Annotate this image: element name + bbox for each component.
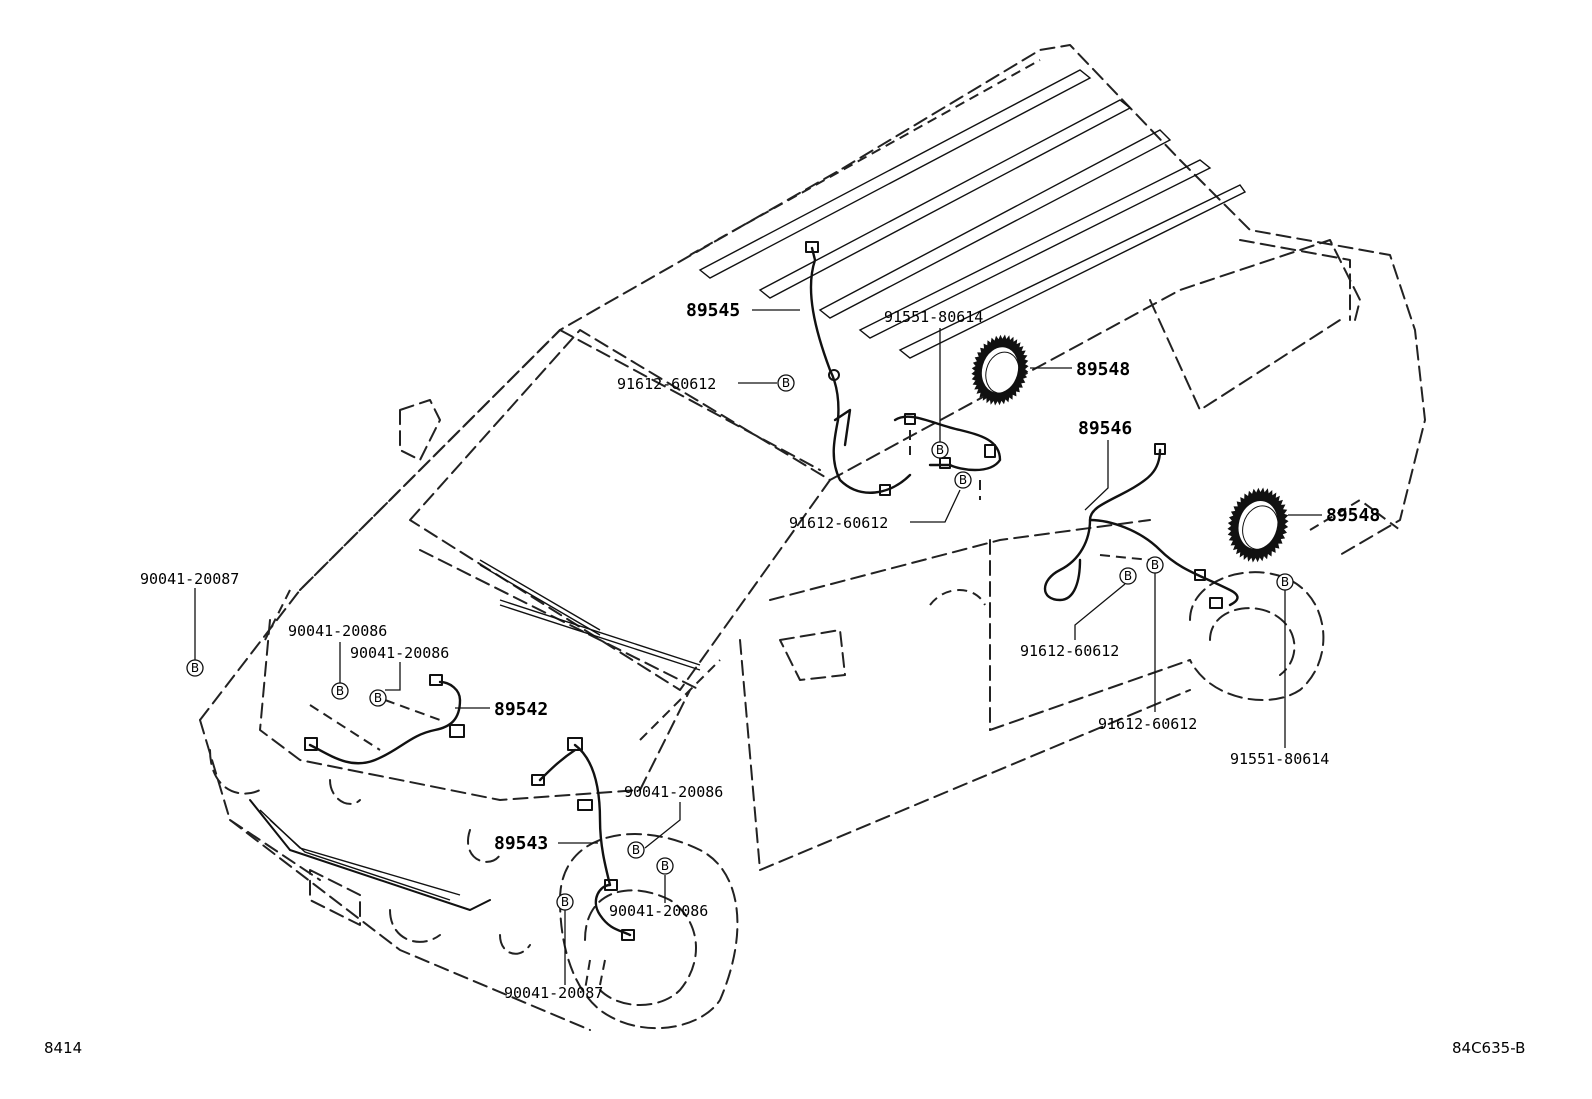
diagram-id-right: 84C635-B [1452, 1039, 1525, 1057]
b-marker: B [186, 659, 204, 677]
wire-89546 [1043, 443, 1239, 609]
svg-text:B: B [782, 376, 790, 390]
b-marker: B [556, 893, 574, 911]
vehicle-outline [199, 44, 1426, 1031]
label-90041-20087-left[interactable]: 90041-20087 [140, 570, 239, 588]
label-91612-60612-d[interactable]: 91612-60612 [1098, 715, 1197, 733]
label-89542[interactable]: 89542 [494, 699, 548, 720]
label-90041-20086-c[interactable]: 90041-20086 [624, 783, 723, 801]
b-marker: B [931, 441, 949, 459]
label-91612-60612-c[interactable]: 91612-60612 [1020, 642, 1119, 660]
label-89546[interactable]: 89546 [1078, 418, 1132, 439]
b-marker: B [1276, 573, 1294, 591]
wire-89542 [304, 674, 465, 765]
label-90041-20087-bottom[interactable]: 90041-20087 [504, 984, 603, 1002]
b-marker: B [954, 471, 972, 489]
b-marker: B [627, 841, 645, 859]
label-91551-80614-lower[interactable]: 91551-80614 [1230, 750, 1329, 768]
wire-rear-left [879, 413, 1002, 500]
gear-ring-upper [971, 334, 1029, 406]
label-90041-20086-d[interactable]: 90041-20086 [609, 902, 708, 920]
leader-lines [194, 309, 1322, 985]
label-89543[interactable]: 89543 [494, 833, 548, 854]
gear-ring-lower [1227, 487, 1289, 563]
label-91612-60612-a[interactable]: 91612-60612 [617, 375, 716, 393]
label-89548-upper[interactable]: 89548 [1076, 359, 1130, 380]
wire-89543 [531, 737, 635, 991]
b-marker: B [777, 374, 795, 392]
svg-text:B: B [1151, 558, 1159, 572]
wire-89545 [805, 241, 912, 494]
svg-text:B: B [959, 473, 967, 487]
diagram-id-left: 8414 [44, 1039, 82, 1057]
svg-text:B: B [1281, 575, 1289, 589]
b-marker: B [1146, 556, 1164, 574]
svg-text:B: B [374, 691, 382, 705]
b-marker: B [331, 682, 349, 700]
svg-text:B: B [661, 859, 669, 873]
b-marker: B [1119, 567, 1137, 585]
label-90041-20086-a[interactable]: 90041-20086 [288, 622, 387, 640]
b-marker: B [369, 689, 387, 707]
svg-text:B: B [632, 843, 640, 857]
b-marker: B [656, 857, 674, 875]
label-90041-20086-b[interactable]: 90041-20086 [350, 644, 449, 662]
label-89548-lower[interactable]: 89548 [1326, 505, 1380, 526]
svg-text:B: B [561, 895, 569, 909]
label-91612-60612-b[interactable]: 91612-60612 [789, 514, 888, 532]
label-89545[interactable]: 89545 [686, 300, 740, 321]
svg-text:B: B [191, 661, 199, 675]
label-91551-80614-upper[interactable]: 91551-80614 [884, 308, 983, 326]
svg-text:B: B [1124, 569, 1132, 583]
svg-text:B: B [936, 443, 944, 457]
svg-text:B: B [336, 684, 344, 698]
